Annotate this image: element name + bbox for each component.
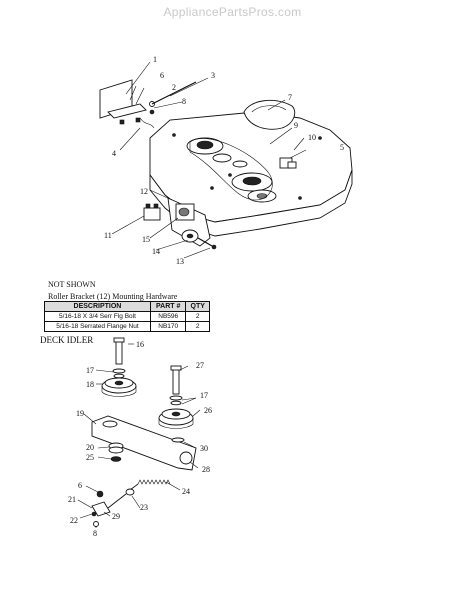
hanger-bracket-assembly <box>99 79 197 129</box>
deck-belt <box>189 138 273 201</box>
cell-qty: 2 <box>185 321 210 332</box>
callout-22: 22 <box>70 516 78 525</box>
callout-6: 6 <box>160 71 164 80</box>
callout-23: 23 <box>140 503 148 512</box>
callout-4: 4 <box>112 149 116 158</box>
cell-description: 5/16-18 X 3/4 Serr Flg Bolt <box>44 311 151 322</box>
deck-idler-heading: DECK IDLER <box>40 335 94 345</box>
leader-lines <box>77 61 307 528</box>
callout-15: 15 <box>142 235 150 244</box>
callout-19: 19 <box>76 409 84 418</box>
callout-28: 28 <box>202 465 210 474</box>
callout-21: 21 <box>68 495 76 504</box>
callout-29: 29 <box>112 512 120 521</box>
watermark: AppliancePartsPros.com <box>163 5 302 19</box>
deck-idler-pulley-2 <box>232 160 248 168</box>
callout-labels: 1 6 3 2 8 7 9 10 5 4 12 11 15 14 13 16 1… <box>68 55 344 538</box>
callout-7: 7 <box>288 93 292 102</box>
callout-8: 8 <box>182 97 186 106</box>
callout-25: 25 <box>86 453 94 462</box>
idler-bolt-27 <box>172 367 180 395</box>
callout-18: 18 <box>86 380 94 389</box>
table-header-row: DESCRIPTION PART # QTY <box>44 301 210 312</box>
callout-17b: 17 <box>200 391 208 400</box>
tension-spring <box>137 479 171 485</box>
callout-17a: 17 <box>86 366 94 375</box>
spring-bracket <box>91 501 111 517</box>
idler-bolt-16 <box>115 339 123 365</box>
callout-10: 10 <box>308 133 316 142</box>
roller-bolt <box>197 237 213 247</box>
callout-8b: 8 <box>93 529 97 538</box>
callout-5: 5 <box>340 143 344 152</box>
callout-30: 30 <box>200 444 208 453</box>
idler-arm <box>91 415 197 471</box>
callout-3: 3 <box>211 71 215 80</box>
cell-part-number: NB170 <box>149 321 187 332</box>
callout-1: 1 <box>153 55 157 64</box>
cell-part-number: NB596 <box>149 311 187 322</box>
roller-assembly <box>143 203 217 250</box>
callout-12: 12 <box>140 187 148 196</box>
eye-bolt <box>125 488 135 496</box>
deck-idler-pulley <box>212 153 232 163</box>
roller-bracket-note: Roller Bracket (12) Mounting Hardware <box>48 292 178 301</box>
callout-6b: 6 <box>78 481 82 490</box>
callout-13: 13 <box>176 257 184 266</box>
column-header-description: DESCRIPTION <box>44 301 151 312</box>
hardware-table: DESCRIPTION PART # QTY 5/16-18 X 3/4 Ser… <box>44 301 210 332</box>
adjust-rod <box>151 81 197 105</box>
column-header-part-number: PART # <box>149 301 187 312</box>
callout-11: 11 <box>104 231 112 240</box>
callout-24: 24 <box>182 487 190 496</box>
cell-qty: 2 <box>185 311 210 322</box>
table-row: 5/16-18 X 3/4 Serr Flg Bolt NB596 2 <box>44 311 210 322</box>
not-shown-note: NOT SHOWN <box>48 280 96 289</box>
callout-26: 26 <box>204 406 212 415</box>
table-row: 5/16-18 Serrated Flange Nut NB170 2 <box>44 321 210 332</box>
cotter-spring <box>139 117 155 129</box>
callout-14: 14 <box>152 247 160 256</box>
mower-deck-assembly <box>149 99 353 247</box>
cell-description: 5/16-18 Serrated Flange Nut <box>44 321 151 332</box>
callout-2: 2 <box>172 83 176 92</box>
callout-9: 9 <box>294 121 298 130</box>
callout-16: 16 <box>136 340 144 349</box>
roller-bracket <box>143 207 161 221</box>
column-header-qty: QTY <box>185 301 210 312</box>
callout-27: 27 <box>196 361 204 370</box>
callout-20: 20 <box>86 443 94 452</box>
deck-idler-assembly <box>91 337 197 527</box>
